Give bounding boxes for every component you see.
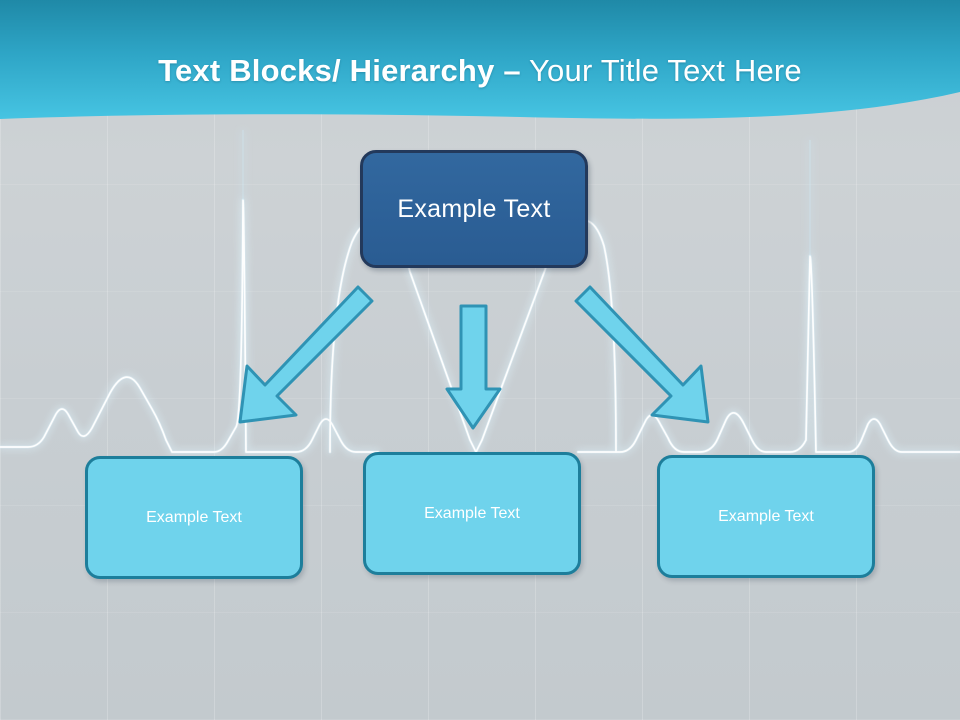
arrow-down-left-icon bbox=[238, 285, 374, 424]
header-band bbox=[0, 0, 960, 119]
page-title-light: Your Title Text Here bbox=[529, 53, 802, 88]
arrow-down-icon bbox=[445, 304, 502, 430]
page-title-bold: Text Blocks/ Hierarchy – bbox=[158, 53, 521, 88]
arrow-down-right-icon bbox=[574, 285, 710, 424]
hierarchy-leaf-node-1[interactable]: Example Text bbox=[85, 456, 303, 579]
page-title: Text Blocks/ Hierarchy – Your Title Text… bbox=[0, 52, 960, 90]
hierarchy-leaf-node-1-label: Example Text bbox=[146, 508, 242, 526]
hierarchy-top-node-label: Example Text bbox=[397, 194, 551, 223]
hierarchy-leaf-node-2[interactable]: Example Text bbox=[363, 452, 581, 575]
hierarchy-leaf-node-2-label: Example Text bbox=[424, 504, 520, 522]
hierarchy-leaf-node-3[interactable]: Example Text bbox=[657, 455, 875, 578]
hierarchy-leaf-node-3-label: Example Text bbox=[718, 507, 814, 525]
hierarchy-top-node[interactable]: Example Text bbox=[360, 150, 588, 268]
